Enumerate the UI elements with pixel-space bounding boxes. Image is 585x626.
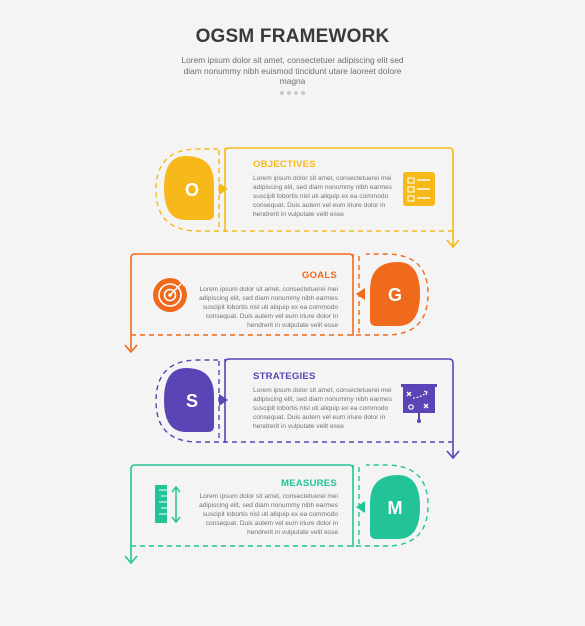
goals-blob [370,262,420,326]
measures-dashed-track [131,464,429,547]
objectives-dashed-track [155,148,453,232]
objectives-blob [164,156,214,220]
objectives-title: OBJECTIVES [253,159,316,170]
goals-arrow [124,344,138,354]
objectives-description: Lorem ipsum dolor sit amet, consectetuer… [253,175,392,219]
step-goals: G [124,253,429,354]
page-title: OGSM FRAMEWORK [195,26,390,47]
measures-blob [370,475,420,539]
step-measures: M [124,464,429,565]
goals-letter: G [388,285,402,305]
measures-frame [130,464,354,561]
checklist-icon [403,172,435,206]
measures-title: MEASURES [281,478,337,489]
page-subtitle: Lorem ipsum dolor sit amet, consectetuer… [181,55,404,87]
strategies-blob [164,368,214,432]
target-icon [153,278,187,312]
strategies-dashed-track [155,359,453,443]
goals-dashed-track [131,253,429,336]
strategy-board-icon [401,384,437,423]
measures-description: Lorem ipsum dolor sit amet, consectetuer… [199,493,338,537]
goals-frame [130,253,354,350]
strategies-description: Lorem ipsum dolor sit amet, consectetuer… [253,387,392,431]
goals-description: Lorem ipsum dolor sit amet, consectetuer… [199,286,338,330]
strategies-letter: S [186,391,198,411]
objectives-arrow [446,239,460,249]
strategies-arrow [446,450,460,460]
measures-arrow [124,555,138,565]
strategies-title: STRATEGIES [253,371,316,382]
objectives-letter: O [185,180,199,200]
step-objectives: O [155,147,460,249]
goals-title: GOALS [301,270,337,281]
step-strategies: S [155,358,460,460]
measures-letter: M [388,498,403,518]
ruler-icon [155,485,181,524]
pagination-dots [280,91,308,95]
